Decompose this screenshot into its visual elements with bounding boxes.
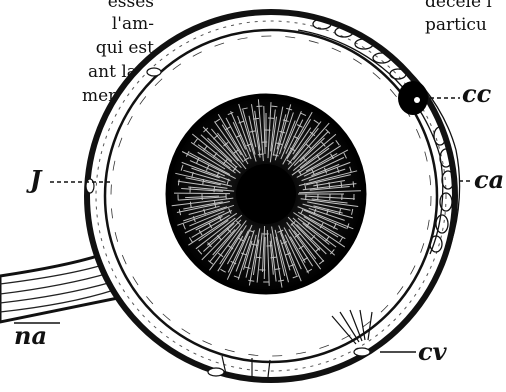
iris — [168, 96, 364, 292]
iris-striation — [174, 193, 230, 194]
label-cc: cc — [462, 82, 491, 106]
label-ca: ca — [474, 168, 504, 192]
pigment-spot — [398, 81, 428, 115]
label-na: na — [14, 324, 47, 348]
label-J: J — [30, 168, 41, 192]
label-cv: cv — [418, 340, 447, 364]
pupil — [236, 164, 296, 224]
